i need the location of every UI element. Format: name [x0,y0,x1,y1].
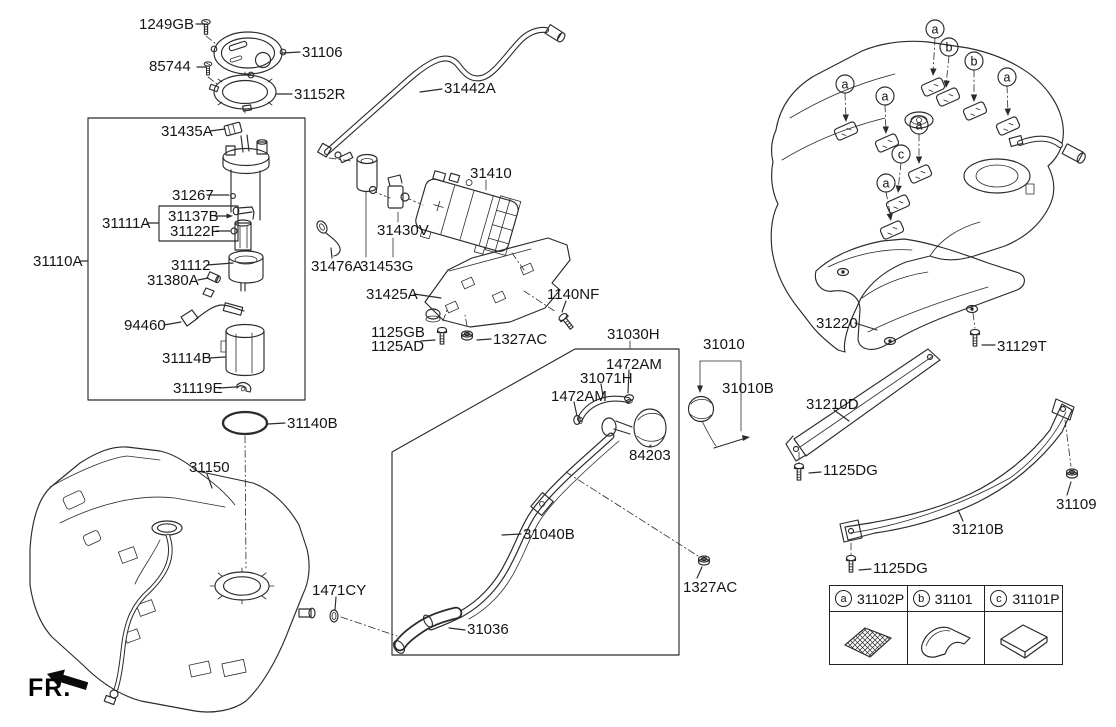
callout-circle-a-7 [909,115,929,135]
part-label-1140NF: 1140NF [547,286,600,303]
callout-letter: b [971,55,978,69]
fuel-tank-art [29,446,398,713]
legend-letter-c: c [990,590,1008,607]
part-label-31010: 31010 [703,336,745,353]
part-label-31030H: 31030H [607,326,660,343]
part-label-31152R: 31152R [294,86,346,103]
part-label-1125GB: 1125GB [371,324,425,341]
fuel-pump-module-art [87,117,306,401]
legend-column-c: c 31101P [985,586,1063,664]
tank-straps-art [785,348,1078,573]
part-label-84203: 84203 [629,447,671,464]
upper-tank-art [770,40,1086,353]
part-label-31137B: 31137B [168,208,219,225]
callout-letter: a [916,119,923,133]
part-label-31110A: 31110A [33,253,83,270]
heat-protector-art [814,238,1025,350]
legend-letter-a: a [835,590,852,607]
part-label-1472AM-2: 1472AM [551,388,607,405]
part-label-31410: 31410 [470,165,512,182]
flat-pad-icon [1000,624,1048,659]
callout-letter: a [883,177,890,191]
part-label-31040B: 31040B [523,526,575,543]
legend-header-a: a 31102P [830,586,907,612]
hatched-pad-icon [844,627,892,658]
part-label-1125AD: 1125AD [371,338,425,355]
part-label-31071H: 31071H [580,370,633,387]
part-label-1125DG: 1125DG [823,462,878,479]
part-label-31430V: 31430V [377,222,429,239]
legend-letter-b: b [912,590,930,607]
legend-part-a: 31102P [857,590,905,607]
fr-direction-label: FR. [28,674,72,702]
curved-pad-icon [921,626,971,658]
callout-circle-a-5 [835,74,855,94]
callout-circle-a-1 [925,19,945,39]
part-label-31109: 31109 [1056,496,1097,513]
part-label-31111A: 31111A [102,215,151,232]
callout-letter: a [1004,71,1011,85]
part-label-31119E: 31119E [173,380,223,397]
filler-pipe-art [391,340,750,656]
part-label-31010B: 31010B [722,380,774,397]
canister-art [415,170,576,345]
legend-header-c: c 31101P [985,586,1063,612]
legend-part-c: 31101P [1012,590,1060,607]
part-label-31129T: 31129T [997,338,1047,355]
callout-letter: a [932,23,939,37]
part-label-31453G: 31453G [360,258,414,275]
legend-column-a: a 31102P [830,586,908,664]
part-label-31210D: 31210D [806,396,859,413]
part-label-31210B: 31210B [952,521,1004,538]
part-label-31476A: 31476A [311,258,363,275]
part-label-31380A: 31380A [147,272,199,289]
o-ring-art [221,410,269,436]
purge-valve-art [316,151,424,258]
part-label-1249GB: 1249GB [139,16,195,33]
callout-circle-c-8 [891,144,911,164]
callout-circle-b-2 [939,37,959,57]
part-label-94460: 94460 [124,317,166,334]
part-label-31122F: 31122F [170,223,220,240]
part-label-31442A: 31442A [444,80,496,97]
part-label-31112: 31112 [171,257,211,274]
fuel-pump-plate-art [201,19,287,114]
leader-lines [79,23,1072,631]
part-label-31150: 31150 [189,459,230,476]
callout-circle-b-3 [964,51,984,71]
part-label-31435A: 31435A [161,123,213,140]
part-label-1471CY: 1471CY [312,582,367,599]
part-label-1125DG-2: 1125DG [873,560,928,577]
part-label-85744: 85744 [149,58,191,75]
callout-circle-a-6 [875,86,895,106]
vapor-tube-art [317,24,566,162]
callout-circle-a-4 [997,67,1017,87]
part-label-31267: 31267 [172,187,214,204]
callout-letter: a [882,90,889,104]
callout-letter: a [842,78,849,92]
legend-column-b: b 31101 [907,586,986,664]
pad-legend-table: a 31102P b 31101 [829,585,1063,665]
part-label-31425A: 31425A [366,286,418,303]
part-label-1327AC-2: 1327AC [683,579,738,596]
callout-letter: c [898,148,904,162]
part-label-1472AM: 1472AM [606,356,662,373]
part-label-31140B: 31140B [287,415,338,432]
fr-direction-arrow [46,669,89,690]
legend-header-b: b 31101 [907,586,985,612]
part-label-31114B: 31114B [162,350,212,367]
part-label-31220: 31220 [816,315,858,332]
part-label-31106: 31106 [302,44,343,61]
callout-letter: b [946,41,953,55]
callout-circle-a-9 [876,173,896,193]
part-label-1327AC: 1327AC [493,331,548,348]
legend-part-b: 31101 [934,590,973,607]
part-label-31036: 31036 [467,621,509,638]
